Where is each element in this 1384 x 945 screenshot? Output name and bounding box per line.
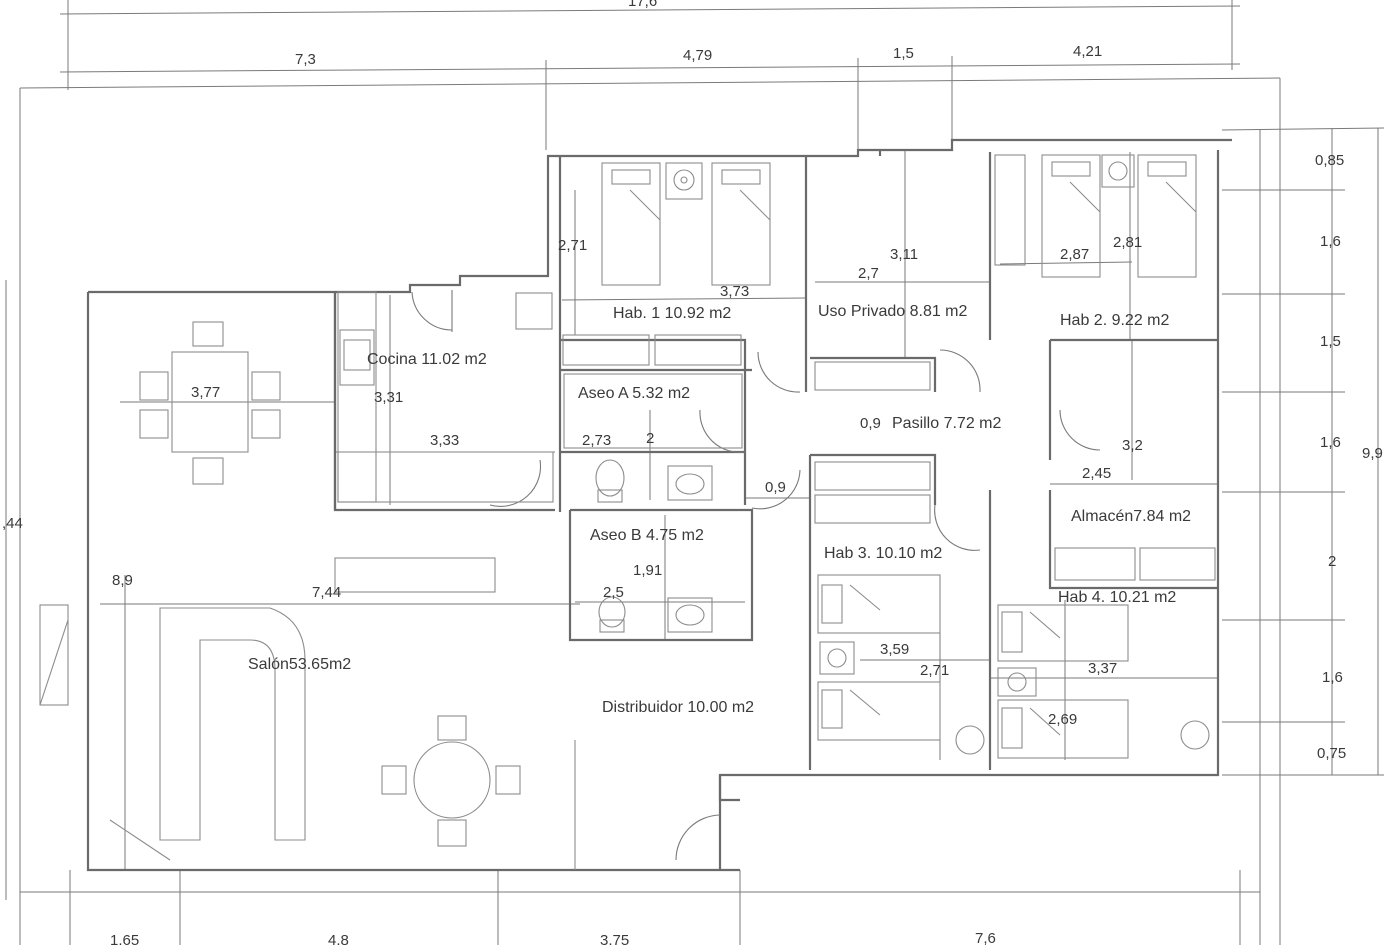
dim-right-1: 0,85 <box>1315 152 1344 169</box>
dim-right-3: 1,5 <box>1320 333 1341 350</box>
dim-right-5: 2 <box>1328 553 1336 570</box>
room-label-almacen: Almacén7.84 m2 <box>1071 508 1191 525</box>
dim-right-7: 0,75 <box>1317 745 1346 762</box>
dim-hab3-w: 2,71 <box>920 662 949 679</box>
dim-bottom-3: 3,75 <box>600 932 629 945</box>
room-label-aseo-b: Aseo B 4.75 m2 <box>590 527 704 544</box>
dim-hab1-w: 3,73 <box>720 283 749 300</box>
dim-salon-w: 7,44 <box>312 584 341 601</box>
dim-left-total: ,44 <box>2 515 23 532</box>
dim-right-6: 1,6 <box>1322 669 1343 686</box>
room-labels: Hab. 1 10.92 m2 Uso Privado 8.81 m2 Hab … <box>248 303 1191 716</box>
dim-aseo-b-w: 2,5 <box>603 584 624 601</box>
dim-cocina-w: 3,33 <box>430 432 459 449</box>
dim-aseo-b-h: 1,91 <box>633 562 662 579</box>
dim-almacen-h: 3,2 <box>1122 437 1143 454</box>
walls <box>86 138 1232 872</box>
dim-pasillo-w-b: 0,9 <box>765 479 786 496</box>
dim-hab4-w: 3,37 <box>1088 660 1117 677</box>
dimension-lines <box>5 0 1384 945</box>
dim-dining-w: 3,77 <box>191 384 220 401</box>
dim-overall-top: 17,6 <box>628 0 657 10</box>
dim-right-total: 9,9 <box>1362 445 1383 462</box>
room-label-hab2: Hab 2. 9.22 m2 <box>1060 312 1170 329</box>
room-label-aseo-a: Aseo A 5.32 m2 <box>578 385 690 402</box>
dim-right-2: 1,6 <box>1320 233 1341 250</box>
furniture <box>109 154 1216 870</box>
dim-aseo-a-w: 2,73 <box>582 432 611 449</box>
dim-uso-h: 3,11 <box>890 246 918 263</box>
dim-top-3: 1,5 <box>893 45 914 62</box>
room-label-pasillo: Pasillo 7.72 m2 <box>892 415 1001 432</box>
room-label-distribuidor: Distribuidor 10.00 m2 <box>602 699 754 716</box>
dim-right-4: 1,6 <box>1320 434 1341 451</box>
dim-bottom-1: 1,65 <box>110 932 139 945</box>
room-label-salon: Salón53.65m2 <box>248 656 351 673</box>
dim-almacen-w: 2,45 <box>1082 465 1111 482</box>
room-label-uso-privado: Uso Privado 8.81 m2 <box>818 303 968 320</box>
dim-top-1: 7,3 <box>295 51 316 68</box>
dim-aseo-a-h: 2 <box>646 430 654 447</box>
dim-hab1-h: 2,71 <box>558 237 587 254</box>
dim-cocina-h: 3,31 <box>374 389 403 406</box>
dim-hab3-h: 3,59 <box>880 641 909 658</box>
dim-hab2-h: 2,81 <box>1113 234 1142 251</box>
dim-pasillo-w-a: 0,9 <box>860 415 881 432</box>
dim-top-4: 4,21 <box>1073 43 1102 60</box>
dim-top-2: 4,79 <box>683 47 712 64</box>
dim-bottom-2: 4,8 <box>328 932 349 945</box>
dim-salon-h: 8,9 <box>112 572 133 589</box>
room-label-hab4: Hab 4. 10.21 m2 <box>1058 589 1176 606</box>
dim-hab4-h: 2,69 <box>1048 711 1077 728</box>
dim-hab2-w: 2,87 <box>1060 246 1089 263</box>
doors <box>39 290 1101 861</box>
dim-uso-w: 2,7 <box>858 265 879 282</box>
room-label-cocina: Cocina 11.02 m2 <box>367 351 487 368</box>
room-label-hab1: Hab. 1 10.92 m2 <box>613 305 731 322</box>
room-label-hab3: Hab 3. 10.10 m2 <box>824 545 942 562</box>
dim-bottom-4: 7,6 <box>975 930 996 945</box>
